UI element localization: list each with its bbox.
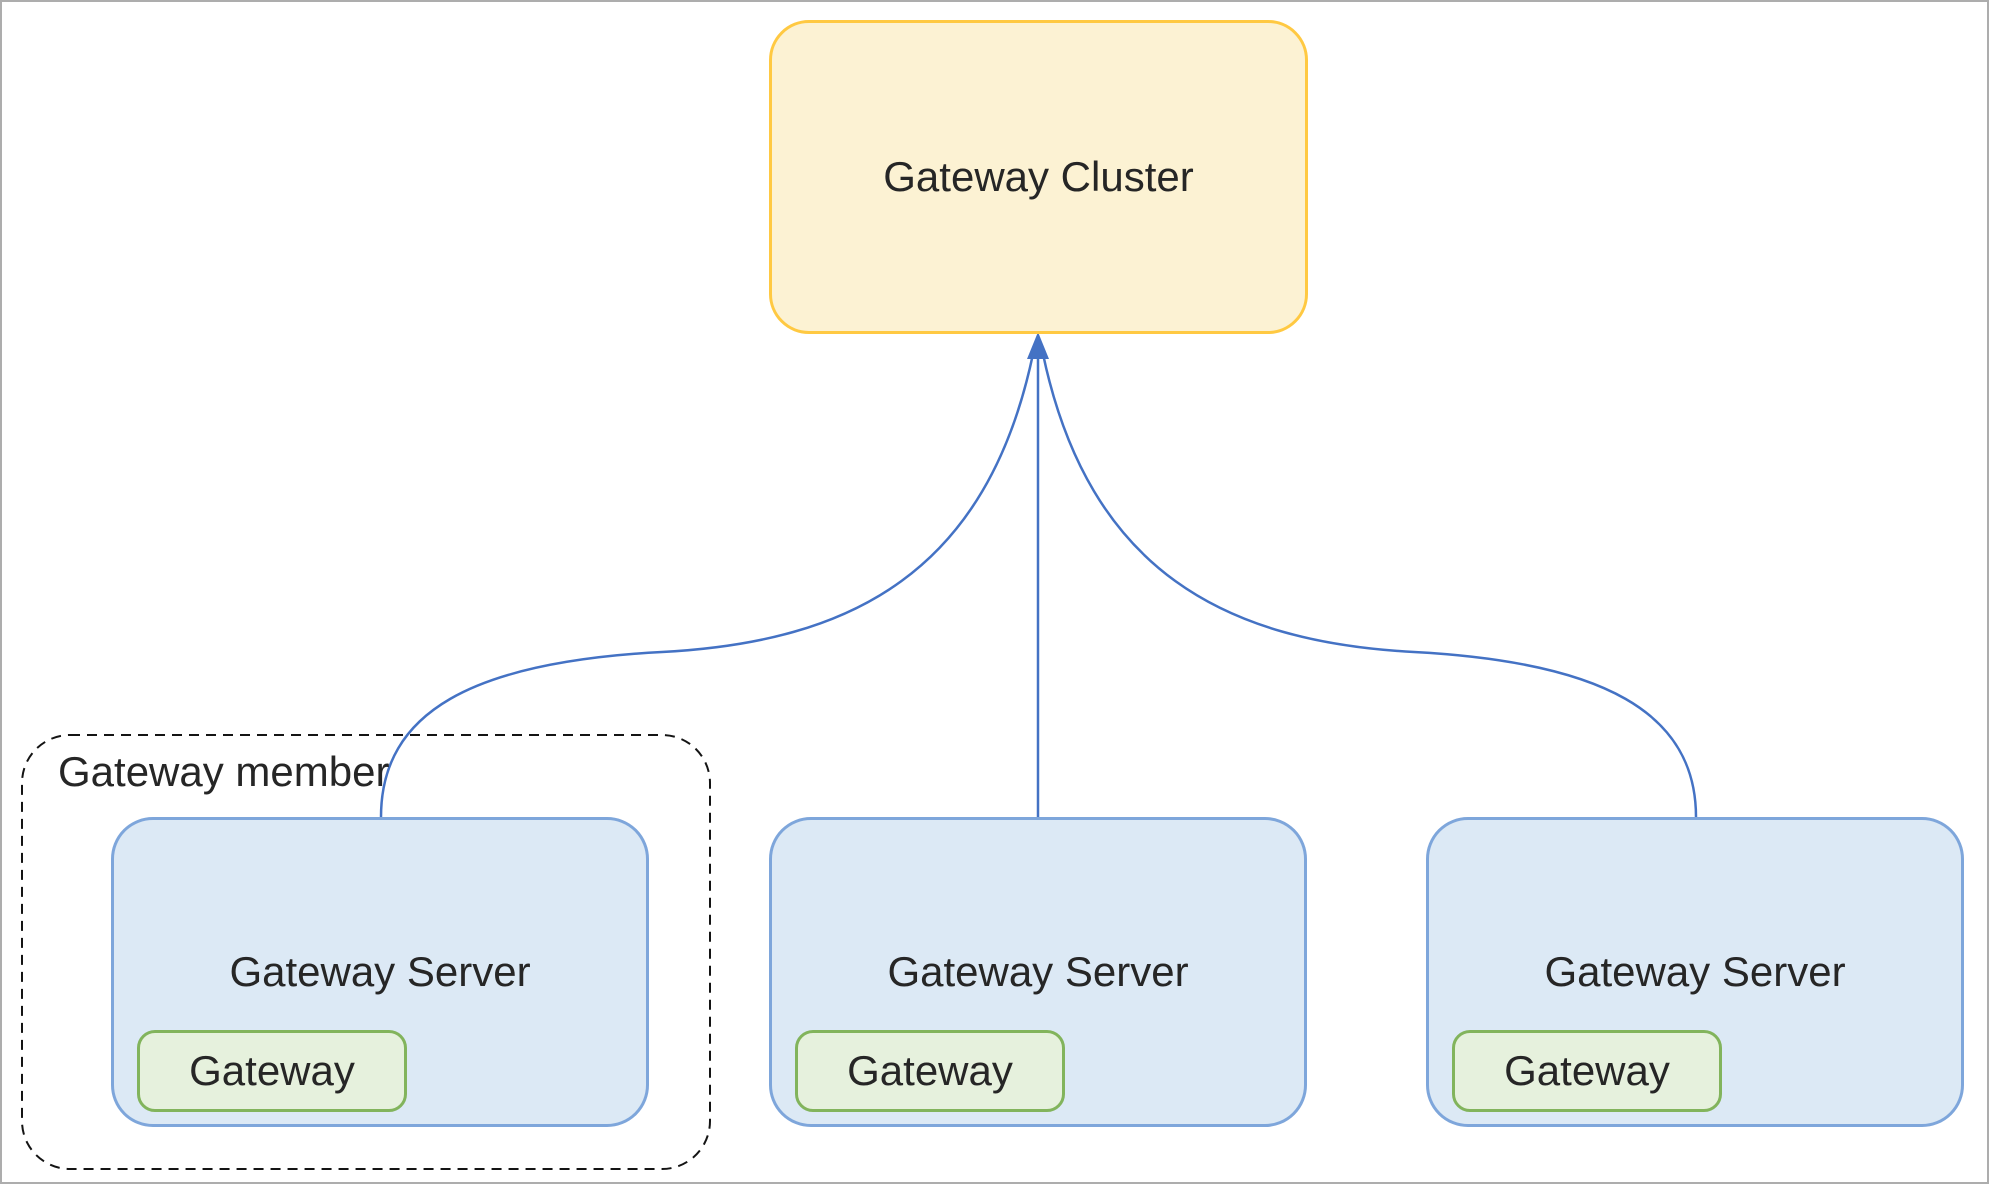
gateway-chip-label: Gateway (189, 1046, 355, 1094)
gateway-chip-label: Gateway (847, 1046, 1013, 1094)
gateway-chip-1: Gateway (137, 1030, 407, 1112)
gateway-server-box-2: Gateway Server Gateway (769, 817, 1307, 1127)
gateway-chip-label: Gateway (1504, 1046, 1670, 1094)
arrow-server1-to-cluster (379, 352, 1035, 819)
gateway-cluster-label: Gateway Cluster (883, 152, 1194, 200)
gateway-server-label: Gateway Server (887, 947, 1189, 995)
arrow-server3-to-cluster (1041, 352, 1698, 819)
arrowhead-icon (1027, 332, 1049, 359)
gateway-server-box-3: Gateway Server Gateway (1426, 817, 1964, 1127)
gateway-server-label: Gateway Server (1544, 947, 1846, 995)
gateway-server-label: Gateway Server (229, 947, 531, 995)
gateway-member-label: Gateway member (58, 748, 390, 795)
gateway-chip-2: Gateway (795, 1030, 1065, 1112)
gateway-cluster-box: Gateway Cluster (769, 20, 1308, 334)
gateway-server-box-1: Gateway Server Gateway (111, 817, 649, 1127)
gateway-chip-3: Gateway (1452, 1030, 1722, 1112)
